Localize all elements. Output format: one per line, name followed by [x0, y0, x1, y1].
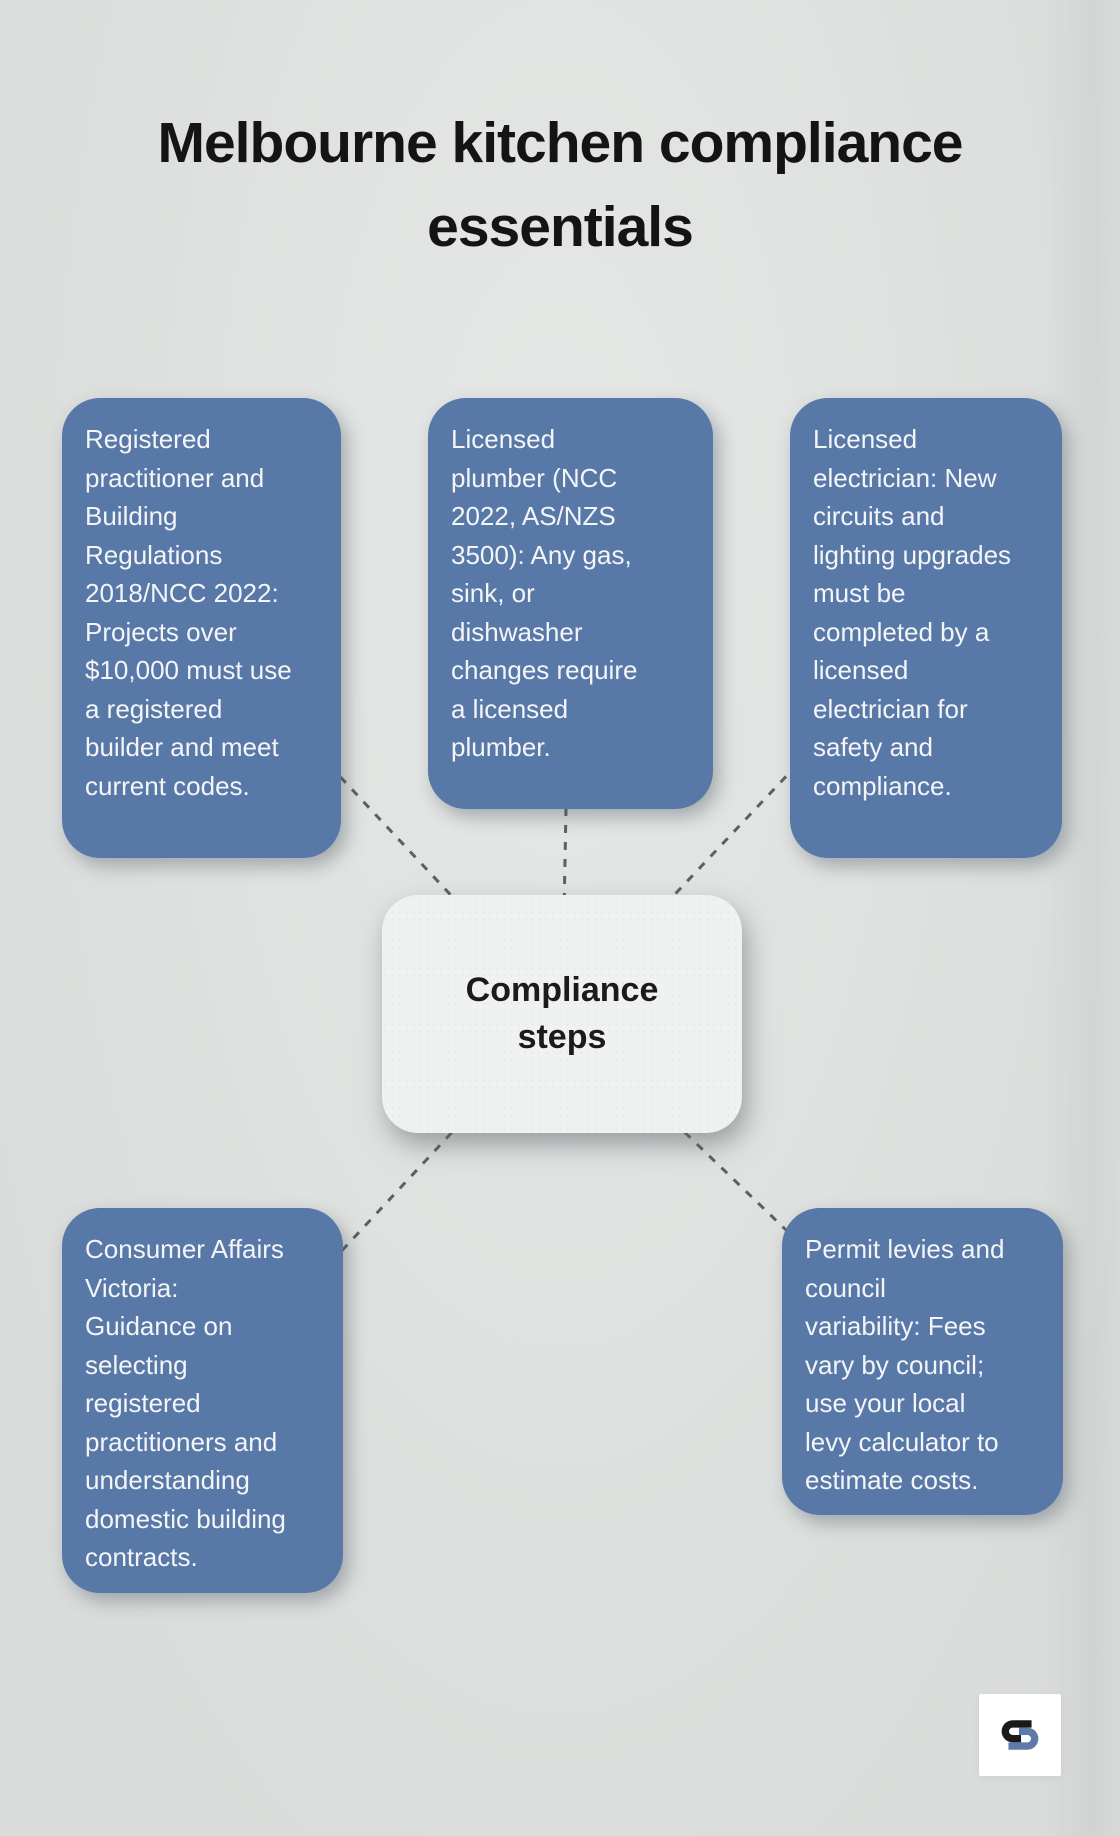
node-permit-levies-text: Permit levies and council variability: F…: [805, 1234, 1005, 1495]
center-node-label: Compliance steps: [465, 971, 659, 1056]
node-permit-levies: Permit levies and council variability: F…: [782, 1208, 1063, 1515]
node-consumer-affairs-victoria-text: Consumer Affairs Victoria: Guidance on s…: [85, 1234, 286, 1572]
brand-logo-icon: [1001, 1720, 1039, 1750]
node-licensed-plumber: Licensed plumber (NCC 2022, AS/NZS 3500)…: [428, 398, 713, 809]
node-registered-practitioner: Registered practitioner and Building Reg…: [62, 398, 341, 858]
brand-logo: [979, 1694, 1061, 1776]
node-licensed-plumber-text: Licensed plumber (NCC 2022, AS/NZS 3500)…: [451, 424, 638, 762]
node-licensed-electrician-text: Licensed electrician: New circuits and l…: [813, 424, 1012, 801]
center-node-compliance-steps: Compliance steps: [382, 895, 742, 1133]
node-registered-practitioner-text: Registered practitioner and Building Reg…: [85, 424, 292, 801]
node-consumer-affairs-victoria: Consumer Affairs Victoria: Guidance on s…: [62, 1208, 343, 1593]
page-title: Melbourne kitchen compliance essentials: [157, 111, 963, 259]
node-licensed-electrician: Licensed electrician: New circuits and l…: [790, 398, 1062, 858]
